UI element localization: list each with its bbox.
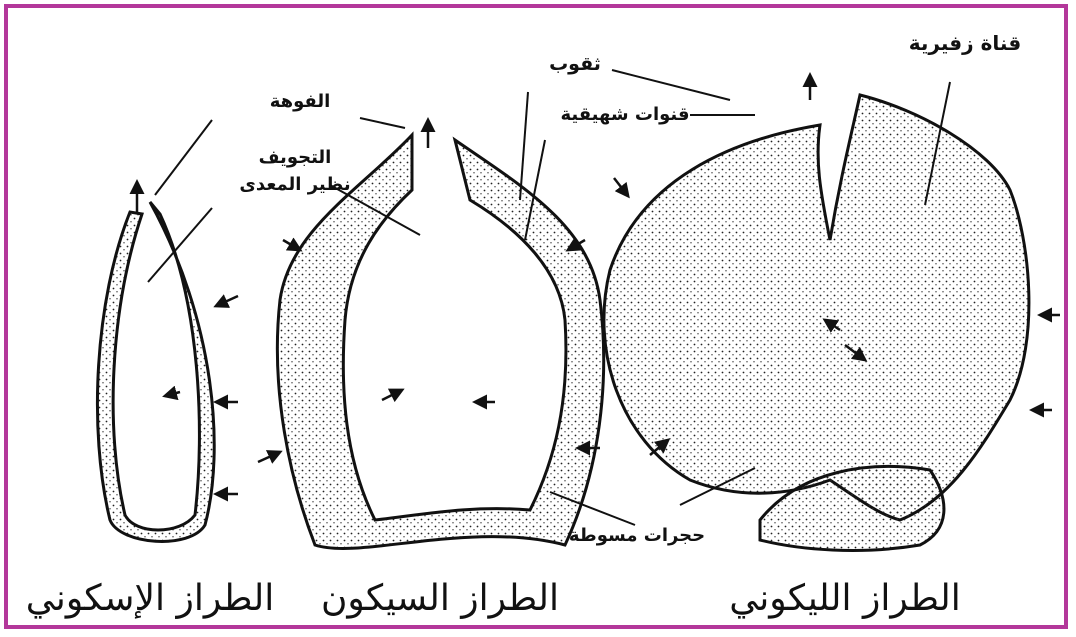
label-tajwif-line1: التجويف	[259, 147, 332, 168]
label-qanawat-shahiqiya: قنوات شهيقية	[560, 104, 689, 125]
title-leuconoid: الطراز الليكوني	[729, 578, 960, 619]
label-tajwif-line2: نظير المعدى	[239, 174, 350, 195]
asconoid-leader-lines	[148, 120, 212, 282]
label-thuqub: ثقوب	[549, 53, 601, 75]
asconoid-sponge	[97, 202, 214, 541]
title-syconoid: الطراز السيكون	[321, 578, 559, 619]
title-asconoid: الطراز الإسكوني	[26, 578, 274, 619]
label-hujurat-masouta: حجرات مسوطة	[569, 525, 705, 546]
syconoid-sponge	[277, 135, 603, 548]
label-qanat-zafiriya: قناة زفيرية	[909, 31, 1021, 55]
leuconoid-sponge	[604, 95, 1029, 550]
label-al-fawha: الفوهة	[270, 91, 331, 112]
asconoid-arrows	[137, 182, 238, 494]
